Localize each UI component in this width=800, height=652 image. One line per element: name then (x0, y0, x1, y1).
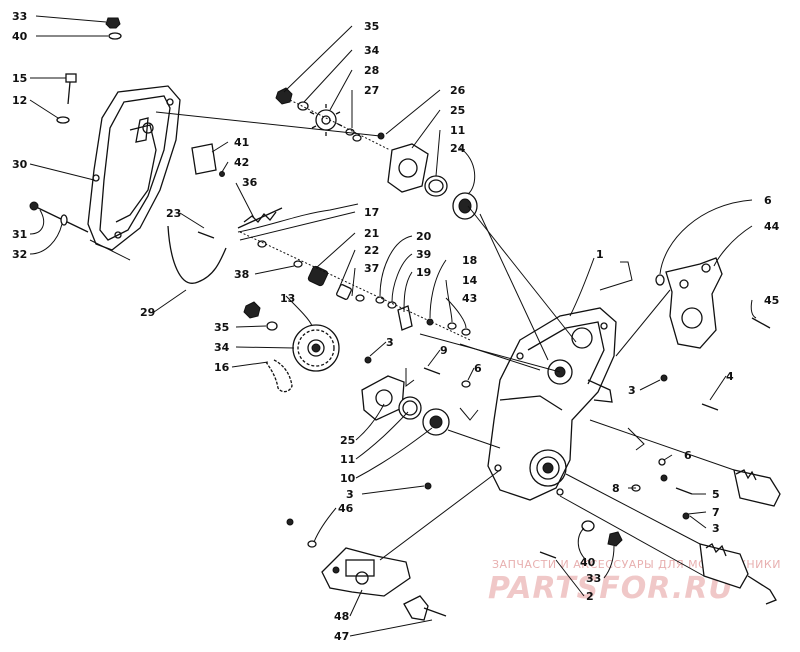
label-24: 24 (450, 142, 466, 155)
label-2: 2 (586, 590, 594, 603)
label-36: 36 (242, 176, 258, 189)
label-35-mid: 35 (214, 321, 229, 334)
label-11-top: 11 (450, 124, 465, 137)
label-6-top: 6 (764, 194, 772, 207)
bolt-33-top (105, 17, 122, 40)
label-34-mid: 34 (214, 341, 230, 354)
label-28: 28 (364, 64, 379, 77)
guide-lines (89, 111, 735, 577)
label-4: 4 (726, 370, 734, 383)
label-13: 13 (280, 292, 295, 305)
right-side-fasteners (631, 374, 719, 520)
main-gearcase-1 (487, 307, 617, 501)
label-40-bottom: 40 (580, 556, 596, 569)
label-25-bottom: 25 (340, 434, 355, 447)
brake-lever-47 (403, 595, 447, 621)
label-47: 47 (334, 630, 349, 643)
label-10: 10 (340, 472, 356, 485)
bracket-44 (655, 257, 771, 349)
label-8: 8 (612, 482, 620, 495)
label-7: 7 (712, 506, 720, 519)
label-16: 16 (214, 361, 230, 374)
label-6-right: 6 (684, 449, 692, 462)
label-21: 21 (364, 227, 379, 240)
label-11-bottom: 11 (340, 453, 355, 466)
lower-fasteners (286, 482, 623, 559)
label-40: 40 (12, 30, 28, 43)
part-labels: 33 40 15 12 30 31 32 29 23 36 41 42 35 3… (12, 10, 780, 643)
label-3-mid: 3 (386, 336, 394, 349)
label-23: 23 (166, 207, 181, 220)
label-3-lower-left: 3 (346, 488, 354, 501)
upper-bearing-group (377, 132, 478, 220)
label-18: 18 (462, 254, 477, 267)
label-6-mid: 6 (474, 362, 482, 375)
label-34-top: 34 (364, 44, 380, 57)
input-shaft (699, 543, 777, 605)
label-14: 14 (462, 274, 478, 287)
label-25-top: 25 (450, 104, 465, 117)
label-12: 12 (12, 94, 27, 107)
label-20: 20 (416, 230, 432, 243)
bolt-31 (29, 201, 89, 233)
bearing-10 (422, 408, 450, 436)
label-15: 15 (12, 72, 27, 85)
cable-29 (167, 225, 227, 284)
leader-lines (29, 15, 757, 637)
watermark-brand: PARTSFOR.RU (488, 571, 734, 606)
label-26: 26 (450, 84, 466, 97)
label-38: 38 (234, 268, 249, 281)
chain-16 (265, 359, 293, 393)
output-shaft (733, 469, 781, 507)
label-3-lower-right: 3 (712, 522, 720, 535)
brake-caliper-48 (321, 547, 411, 597)
bearing-24 (452, 192, 478, 220)
jackshaft-stack (239, 231, 471, 341)
label-43: 43 (462, 292, 477, 305)
chaincase-cover (87, 85, 181, 251)
label-37: 37 (364, 262, 379, 275)
label-39: 39 (416, 248, 431, 261)
label-32: 32 (12, 248, 27, 261)
label-9: 9 (440, 344, 448, 357)
label-29: 29 (140, 306, 155, 319)
vent-fitting-15 (56, 73, 77, 124)
label-3-right: 3 (628, 384, 636, 397)
label-19: 19 (416, 266, 431, 279)
label-30: 30 (12, 158, 28, 171)
label-48: 48 (334, 610, 349, 623)
label-46: 46 (338, 502, 354, 515)
drive-sprocket-13 (243, 301, 340, 372)
label-17: 17 (364, 206, 379, 219)
label-1: 1 (596, 248, 604, 261)
label-33-bottom: 33 (586, 572, 601, 585)
label-31: 31 (12, 228, 27, 241)
pin-23 (197, 231, 215, 239)
label-45: 45 (764, 294, 779, 307)
label-27: 27 (364, 84, 379, 97)
lower-bearing-group (361, 356, 471, 436)
label-33: 33 (12, 10, 27, 23)
label-44: 44 (764, 220, 780, 233)
label-41: 41 (234, 136, 249, 149)
small-parts-18-14-43 (426, 318, 471, 336)
plate-41 (191, 143, 225, 177)
sprocket-28 (309, 104, 343, 136)
label-22: 22 (364, 244, 379, 257)
tensioner-36 (237, 207, 283, 229)
label-42: 42 (234, 156, 249, 169)
label-35-top: 35 (364, 20, 379, 33)
rod-17 (237, 203, 359, 233)
upper-shaft-parts (275, 87, 391, 151)
label-5: 5 (712, 488, 720, 501)
